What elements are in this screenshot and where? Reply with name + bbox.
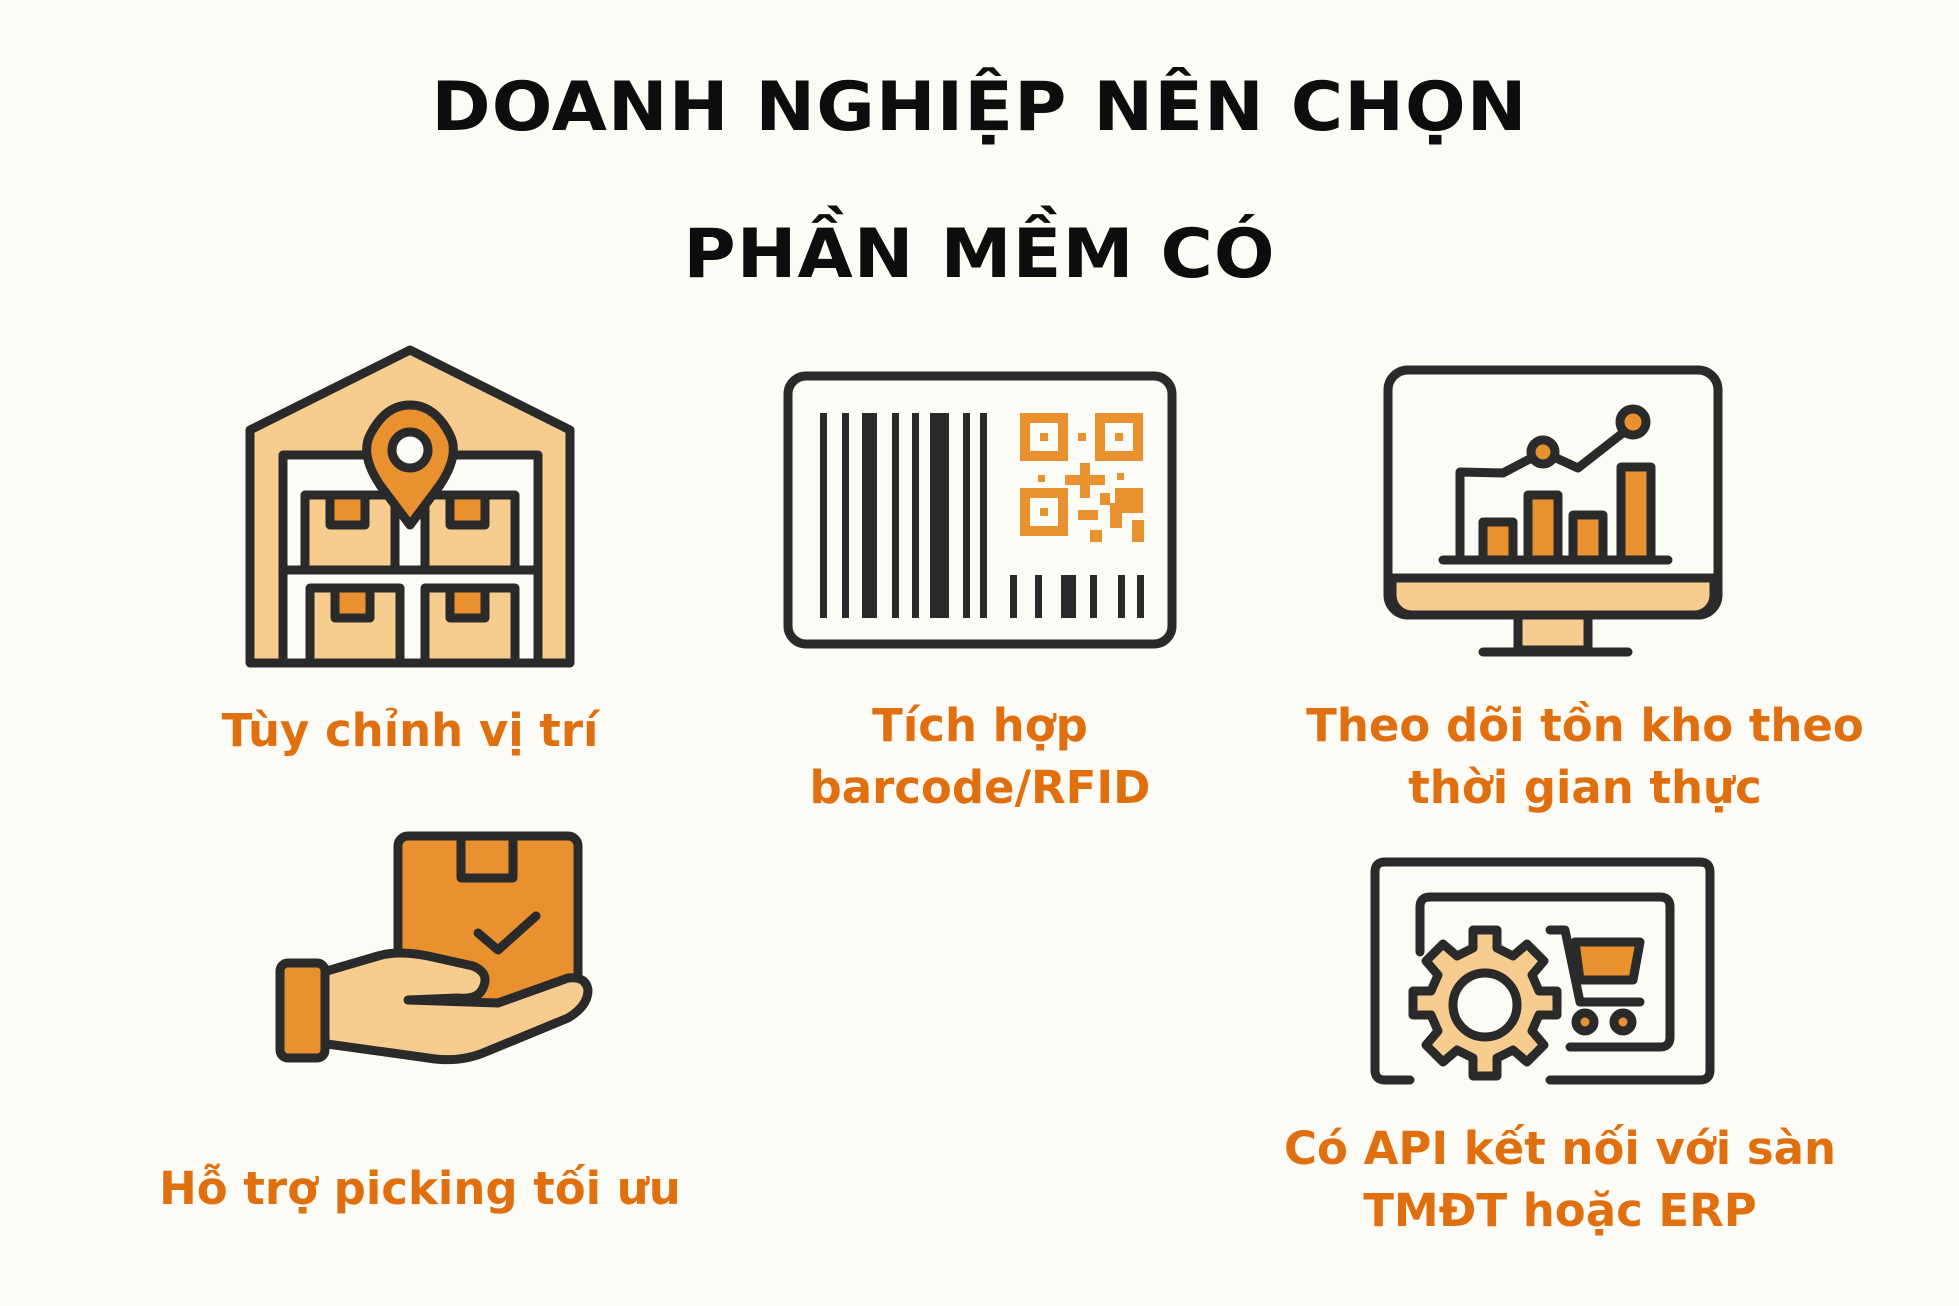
- feature-label-picking: Hỗ trợ picking tối ưu: [110, 1158, 730, 1220]
- title-line-2: PHẦN MỀM CÓ: [683, 215, 1276, 294]
- warehouse-location-icon: [245, 345, 575, 668]
- api-gear-cart-icon: [1370, 857, 1715, 1085]
- barcode-qr-icon: [783, 371, 1177, 649]
- title-line-1: DOANH NGHIỆP NÊN CHỌN: [431, 68, 1528, 147]
- label-line: Theo dõi tồn kho theo: [1306, 699, 1864, 752]
- hand-package-icon: [275, 831, 593, 1065]
- label-line: thời gian thực: [1408, 761, 1762, 814]
- feature-label-barcode-rfid: Tích hợp barcode/RFID: [760, 695, 1200, 819]
- label-line: barcode/RFID: [809, 761, 1151, 814]
- feature-label-custom-location: Tùy chỉnh vị trí: [130, 700, 690, 762]
- label-line: Hỗ trợ picking tối ưu: [159, 1162, 681, 1215]
- feature-label-realtime-inventory: Theo dõi tồn kho theo thời gian thực: [1270, 695, 1900, 819]
- monitor-chart-icon: [1383, 365, 1723, 657]
- label-line: Có API kết nối với sàn: [1283, 1122, 1837, 1175]
- label-line: Tích hợp: [872, 699, 1088, 752]
- feature-label-api-integration: Có API kết nối với sàn TMĐT hoặc ERP: [1250, 1118, 1870, 1242]
- label-line: Tùy chỉnh vị trí: [221, 704, 599, 757]
- label-line: TMĐT hoặc ERP: [1363, 1184, 1757, 1237]
